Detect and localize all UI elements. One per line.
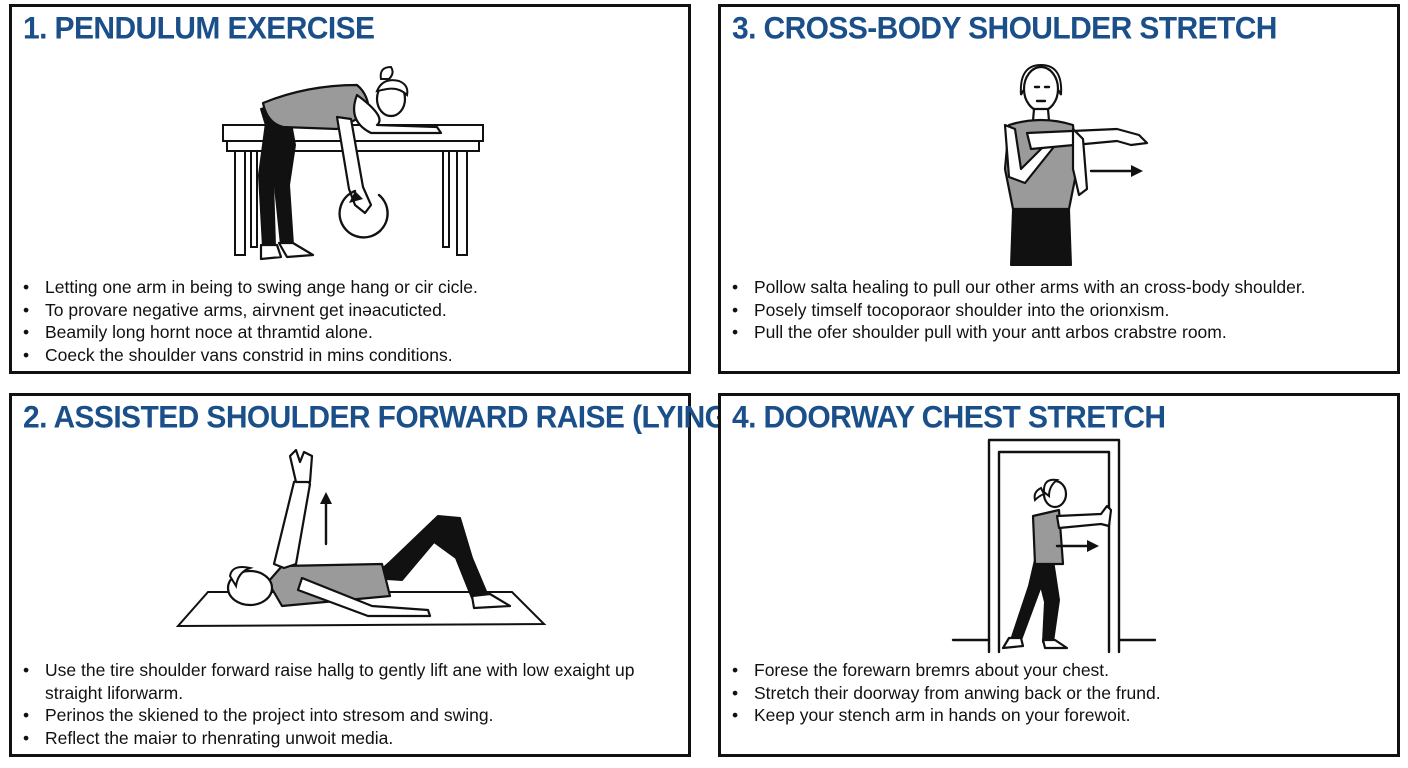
panel-title: 4. DOORWAY CHEST STRETCH	[732, 400, 1166, 435]
up-arrow-icon	[320, 492, 332, 546]
panel-title: 3. CROSS-BODY SHOULDER STRETCH	[732, 11, 1277, 46]
pendulum-illustration	[222, 65, 484, 261]
instruction-item: Letting one arm in being to swing ange h…	[22, 276, 668, 299]
exercise-panel-doorway: 4. DOORWAY CHEST STRETCH Forese the fore…	[718, 393, 1400, 757]
instruction-item: Stretch their doorway from anwing back o…	[731, 682, 1377, 705]
instruction-list: Forese the forewarn bremrs about your ch…	[731, 659, 1377, 727]
panel-title: 2. ASSISTED SHOULDER FORWARD RAISE (LYIN…	[23, 400, 737, 435]
exercise-panel-cross-body: 3. CROSS-BODY SHOULDER STRETCH Pollow sa…	[718, 4, 1400, 374]
instruction-item: Perinos the skiened to the project into …	[22, 704, 668, 727]
instruction-item: Coeck the shoulder vans constrid in mins…	[22, 344, 668, 367]
instruction-item: To provare negative arms, airvnent get i…	[22, 299, 668, 322]
forward-raise-illustration	[175, 448, 547, 628]
instruction-item: Pollow salta healing to pull our other a…	[731, 276, 1377, 299]
right-arrow-icon	[1055, 540, 1099, 552]
instruction-item: Beamily long hornt noce at thramtid alon…	[22, 321, 668, 344]
instruction-list: Pollow salta healing to pull our other a…	[731, 276, 1377, 344]
panel-title: 1. PENDULUM EXERCISE	[23, 11, 375, 46]
doorway-stretch-illustration	[951, 438, 1157, 654]
instruction-item: Posely timself tocoporaor shoulder into …	[731, 299, 1377, 322]
instruction-item: Reflect the maiər to rhenrating unwoit m…	[22, 727, 668, 750]
exercise-panel-pendulum: 1. PENDULUM EXERCISE Letting one arm in …	[9, 4, 691, 374]
right-arrow-icon	[1089, 165, 1143, 177]
instruction-item: Pull the ofer shoulder pull with your an…	[731, 321, 1377, 344]
instruction-item: Forese the forewarn bremrs about your ch…	[731, 659, 1377, 682]
instruction-item: Use the tire shoulder forward raise hall…	[22, 659, 668, 704]
cross-body-stretch-illustration	[1003, 63, 1149, 266]
circular-arrow-icon	[338, 189, 389, 239]
instruction-list: Letting one arm in being to swing ange h…	[22, 276, 668, 366]
exercise-panel-forward-raise: 2. ASSISTED SHOULDER FORWARD RAISE (LYIN…	[9, 393, 737, 757]
instruction-item: Keep your stench arm in hands on your fo…	[731, 704, 1377, 727]
instruction-list: Use the tire shoulder forward raise hall…	[22, 659, 668, 749]
